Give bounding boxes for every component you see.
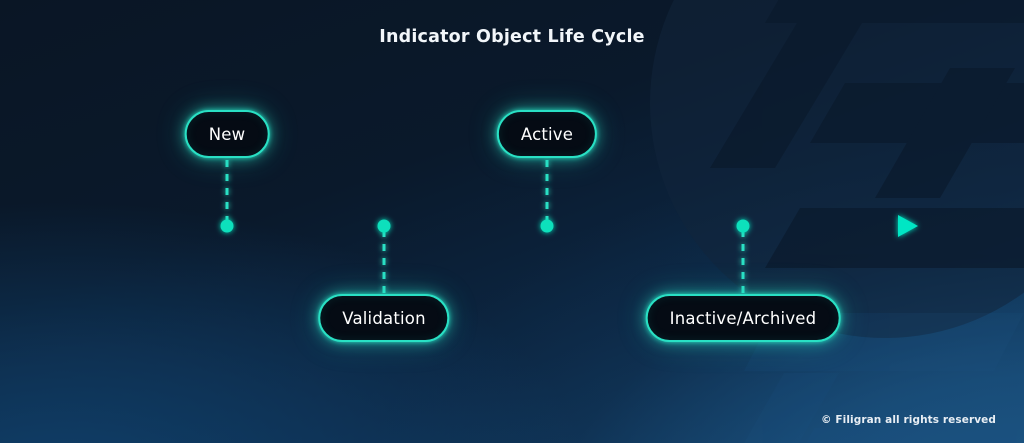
stage-node-validation[interactable]: Validation bbox=[318, 294, 450, 342]
timeline-axis bbox=[108, 215, 918, 237]
stage-node-inactive-archived[interactable]: Inactive/Archived bbox=[645, 294, 841, 342]
stage-node-active[interactable]: Active bbox=[496, 110, 598, 158]
copyright-footer: © Filigran all rights reserved bbox=[821, 414, 996, 426]
timeline-connectors bbox=[225, 160, 745, 294]
stage-node-new[interactable]: New bbox=[184, 110, 270, 158]
marker-active bbox=[540, 219, 554, 233]
stage-node-active-label: Active bbox=[520, 124, 574, 144]
stage-node-inactive-archived-label: Inactive/Archived bbox=[669, 308, 817, 328]
stage-node-validation-label: Validation bbox=[342, 308, 426, 328]
marker-new bbox=[220, 219, 234, 233]
timeline-markers bbox=[220, 219, 750, 233]
page-title: Indicator Object Life Cycle bbox=[379, 27, 645, 47]
filigran-watermark-logo bbox=[650, 0, 1024, 338]
arrow-right-icon bbox=[898, 215, 918, 237]
stage-node-new-label: New bbox=[208, 124, 246, 144]
marker-validation bbox=[377, 219, 391, 233]
marker-inactive bbox=[736, 219, 750, 233]
